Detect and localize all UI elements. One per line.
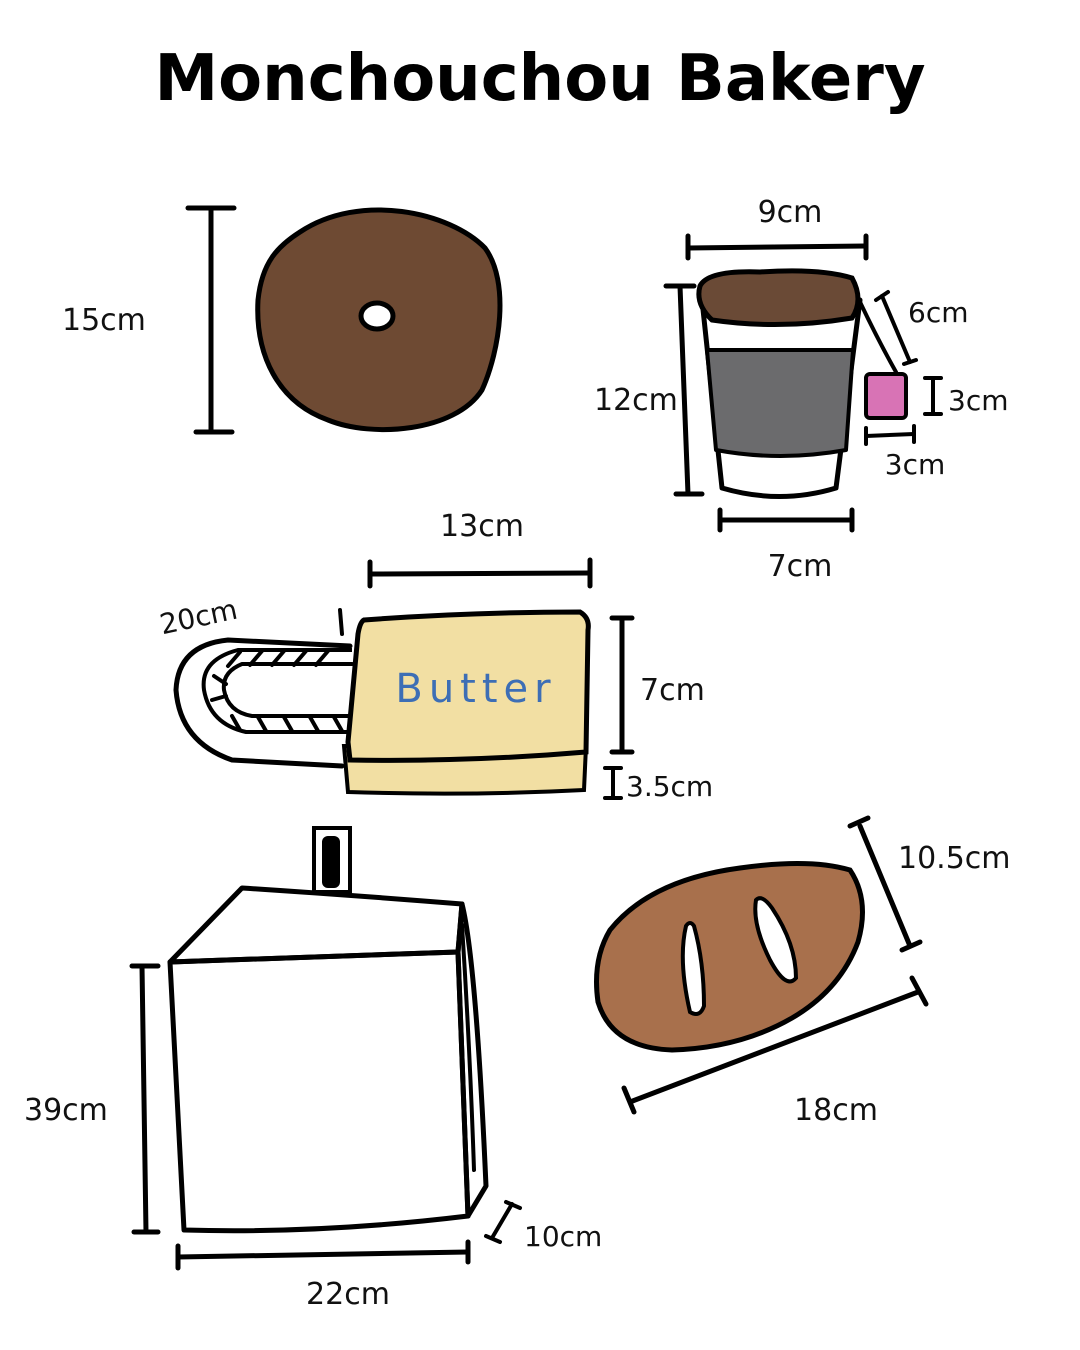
tea-tag-width-dimension <box>864 424 916 446</box>
tea-tag-height-dimension <box>923 376 943 416</box>
butter-height-label: 7cm <box>640 673 705 708</box>
cup-lid-top <box>696 268 861 328</box>
butter-handle-tick <box>338 608 344 636</box>
bag-height-dimension <box>129 963 161 1235</box>
bread-body <box>594 860 865 1053</box>
butter-width-label: 13cm <box>440 509 524 544</box>
donut-hole <box>358 300 396 332</box>
butter-dish-handle-outer <box>173 637 353 769</box>
butter-dish-handle-stripes <box>210 649 344 733</box>
bread-loaf: 10.5cm 18cm <box>594 815 1011 1128</box>
butter-base-label: 3.5cm <box>626 770 713 803</box>
bag-width-dimension <box>175 1239 471 1271</box>
page-title: Monchouchou Bakery <box>154 42 925 116</box>
butter-width-dimension <box>367 557 593 589</box>
tea-string-label: 6cm <box>908 296 968 329</box>
bag-depth-dimension <box>484 1200 522 1244</box>
cup-sleeve <box>705 348 855 458</box>
bread-length-dimension <box>621 975 929 1115</box>
bag-sticker-mark <box>322 836 340 888</box>
cup-bottom-width-dimension <box>717 507 855 533</box>
bag-side-crease <box>460 923 476 1172</box>
tea-tag-width-label: 3cm <box>885 448 945 481</box>
bread-slash-1 <box>680 921 707 1016</box>
bag-side <box>455 901 489 1219</box>
cup-height-dimension <box>663 283 705 497</box>
bread-width-label: 10.5cm <box>898 841 1011 876</box>
cup-height-label: 12cm <box>594 383 678 418</box>
donut: 15cm <box>62 205 503 435</box>
butter-height-dimension <box>609 615 635 755</box>
butter-block <box>345 609 591 763</box>
butter-handle-label: 20cm <box>157 593 240 642</box>
cup-bottom-width-label: 7cm <box>768 549 833 584</box>
bread-length-label: 18cm <box>794 1093 878 1128</box>
tea-string-dimension <box>874 290 918 366</box>
cup-top-width-label: 9cm <box>758 195 823 230</box>
paper-bag: 39cm 22cm 10cm <box>24 826 602 1312</box>
butter-dish: Butter 13cm 20cm 7cm 3.5cm <box>157 509 713 803</box>
coffee-cup: 9cm 12cm 7cm 6cm 3cm <box>594 195 1008 584</box>
donut-height-label: 15cm <box>62 303 146 338</box>
bag-front <box>167 949 471 1234</box>
cup-top-width-dimension <box>685 233 869 261</box>
bread-width-dimension <box>847 815 923 953</box>
tea-tag-height-label: 3cm <box>948 384 1008 417</box>
bag-height-label: 39cm <box>24 1093 108 1128</box>
bag-top-flap <box>167 885 465 965</box>
bread-slash-2 <box>753 896 799 984</box>
butter-dish-handle-rim <box>221 662 354 718</box>
tea-tag <box>864 372 908 420</box>
donut-height-dimension <box>185 205 237 435</box>
bag-depth-label: 10cm <box>524 1220 602 1253</box>
butter-base-dimension <box>603 766 623 800</box>
cup-body <box>699 297 863 499</box>
bag-width-label: 22cm <box>306 1277 390 1312</box>
tea-string <box>858 300 898 374</box>
butter-word: Butter <box>395 666 556 712</box>
